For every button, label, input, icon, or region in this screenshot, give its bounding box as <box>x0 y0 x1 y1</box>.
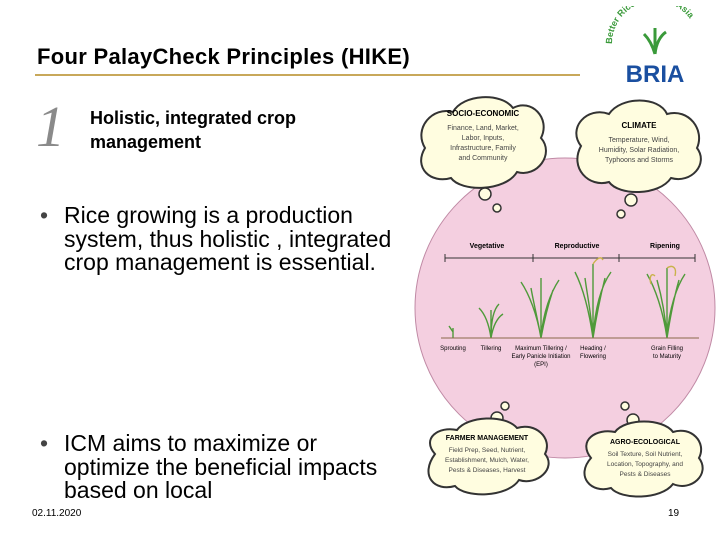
system-circle <box>414 157 716 459</box>
socio-economic-cloud: SOCIO-ECONOMIC Finance, Land, Market, La… <box>420 96 547 213</box>
socio-line: Labor, Inputs, <box>462 135 504 142</box>
logo-wordmark: BRIA <box>626 61 685 86</box>
agro-title: AGRO-ECOLOGICAL <box>610 439 681 446</box>
stage-label: Flowering <box>580 354 606 360</box>
rice-growth-stages <box>448 257 686 339</box>
tillering-plant <box>478 303 504 339</box>
sprouting-plant <box>448 325 454 338</box>
stage-label: Grain Filling <box>651 346 683 352</box>
phase-label: Ripening <box>650 243 680 250</box>
max-tillering-plant <box>520 278 560 339</box>
page-number: 19 <box>668 508 680 519</box>
climate-line: Humidity, Solar Radiation, <box>599 147 679 154</box>
climate-line: Temperature, Wind, <box>608 137 669 144</box>
stage-label: Heading / <box>580 346 606 352</box>
socio-line: Finance, Land, Market, <box>447 125 519 132</box>
climate-title: CLIMATE <box>622 121 658 130</box>
farmer-line: Establishment, Mulch, Water, <box>445 457 529 464</box>
rice-plant-icon <box>642 28 667 55</box>
bullet-text: Rice growing is a production system, thu… <box>64 202 392 275</box>
principle-text: Holistic, integrated crop management <box>90 108 297 152</box>
agro-line: Soil Texture, Soil Nutrient, <box>608 451 683 458</box>
principle-number: 1 <box>36 94 65 159</box>
bullet-icon: • <box>40 202 49 228</box>
agro-line: Pests & Diseases <box>620 471 672 478</box>
farmer-title: FARMER MANAGEMENT <box>446 435 529 442</box>
stage-label: (EPI) <box>534 362 548 368</box>
agro-ecological-cloud: AGRO-ECOLOGICAL Soil Texture, Soil Nutri… <box>583 401 704 498</box>
socio-line: Infrastructure, Family <box>450 145 516 152</box>
slide-title: Four PalayCheck Principles (HIKE) <box>37 44 411 69</box>
stage-label: Early Panicle Initiation <box>511 354 570 360</box>
title-underline <box>35 74 580 76</box>
farmer-line: Pests & Diseases, Harvest <box>449 467 526 474</box>
phase-label: Vegetative <box>470 243 505 250</box>
logo-arc-text: Better Rice Initiative Asia <box>604 6 697 44</box>
svg-text:Better Rice Initiative Asia: Better Rice Initiative Asia <box>604 6 697 44</box>
socio-title: SOCIO-ECONOMIC <box>447 109 520 118</box>
socio-line: and Community <box>458 155 508 162</box>
phase-label: Reproductive <box>555 243 600 250</box>
mature-plant <box>646 265 686 339</box>
stage-label: Sprouting <box>440 346 466 352</box>
climate-line: Typhoons and Storms <box>605 157 674 164</box>
bria-logo: Better Rice Initiative Asia BRIA <box>604 6 697 86</box>
farmer-line: Field Prep, Seed, Nutrient, <box>449 447 526 454</box>
flowering-plant <box>574 257 612 339</box>
farmer-management-cloud: FARMER MANAGEMENT Field Prep, Seed, Nutr… <box>427 401 550 496</box>
footer-date: 02.11.2020 <box>32 508 82 519</box>
bullet-icon: • <box>40 430 49 456</box>
agro-line: Location, Topography, and <box>607 461 683 468</box>
climate-cloud: CLIMATE Temperature, Wind, Humidity, Sol… <box>575 99 702 219</box>
bullet-text: ICM aims to maximize or optimize the ben… <box>64 430 378 503</box>
stage-label: to Maturity <box>653 354 681 360</box>
stage-label: Tillering <box>481 346 502 352</box>
stage-label: Maximum Tillering / <box>515 346 567 352</box>
icm-diagram: SOCIO-ECONOMIC Finance, Land, Market, La… <box>414 96 716 498</box>
